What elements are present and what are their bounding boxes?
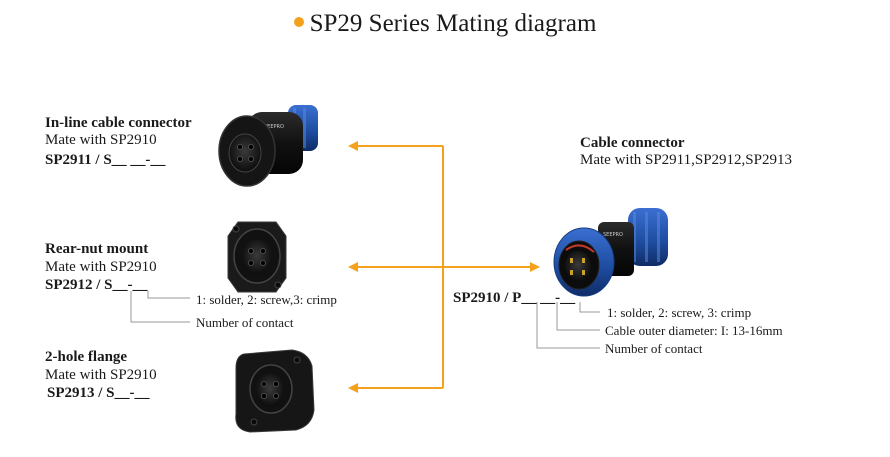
svg-text:SEEPRO: SEEPRO <box>603 232 623 238</box>
title-bullet-icon <box>293 17 304 27</box>
cable-diameter-note: Cable outer diameter: I: 13-16mm <box>605 323 783 338</box>
rear-nut-image <box>227 221 287 293</box>
flange-part-number: SP2913 / S__-__ <box>47 385 150 401</box>
mating-arrows <box>348 141 540 393</box>
flange-image <box>235 349 315 433</box>
inline-connector-image: SEEPRO <box>218 105 318 187</box>
svg-text:SEEPRO: SEEPRO <box>264 124 284 130</box>
cable-connector-part-number: SP2910 / P__ __-__ <box>453 290 576 306</box>
rear-nut-termination-note: 1: solder, 2: screw,3: crimp <box>196 292 337 307</box>
page-title: SP29 Series Mating diagram <box>0 10 890 38</box>
cable-connector-mate: Mate with SP2911,SP2912,SP2913 <box>580 152 792 168</box>
cable-leader-lines <box>536 302 600 349</box>
rear-nut-contacts-note: Number of contact <box>196 315 294 330</box>
rear-nut-part-number: SP2912 / S__-__ <box>45 277 148 293</box>
page-title-text: SP29 Series Mating diagram <box>309 10 597 37</box>
rear-nut-mate: Mate with SP2910 <box>45 259 157 275</box>
flange-heading: 2-hole flange <box>45 349 128 365</box>
inline-connector-part-number: SP2911 / S__ __-__ <box>45 152 166 168</box>
cable-contacts-note: Number of contact <box>605 341 703 356</box>
rear-nut-leader-lines <box>130 291 190 323</box>
inline-connector-mate: Mate with SP2910 <box>45 132 157 148</box>
flange-mate: Mate with SP2910 <box>45 367 157 383</box>
cable-connector-heading: Cable connector <box>580 135 685 151</box>
rear-nut-heading: Rear-nut mount <box>45 241 149 257</box>
inline-connector-heading: In-line cable connector <box>45 115 192 131</box>
cable-termination-note: 1: solder, 2: screw, 3: crimp <box>607 305 752 320</box>
cable-connector-image: SEEPRO <box>553 208 668 297</box>
